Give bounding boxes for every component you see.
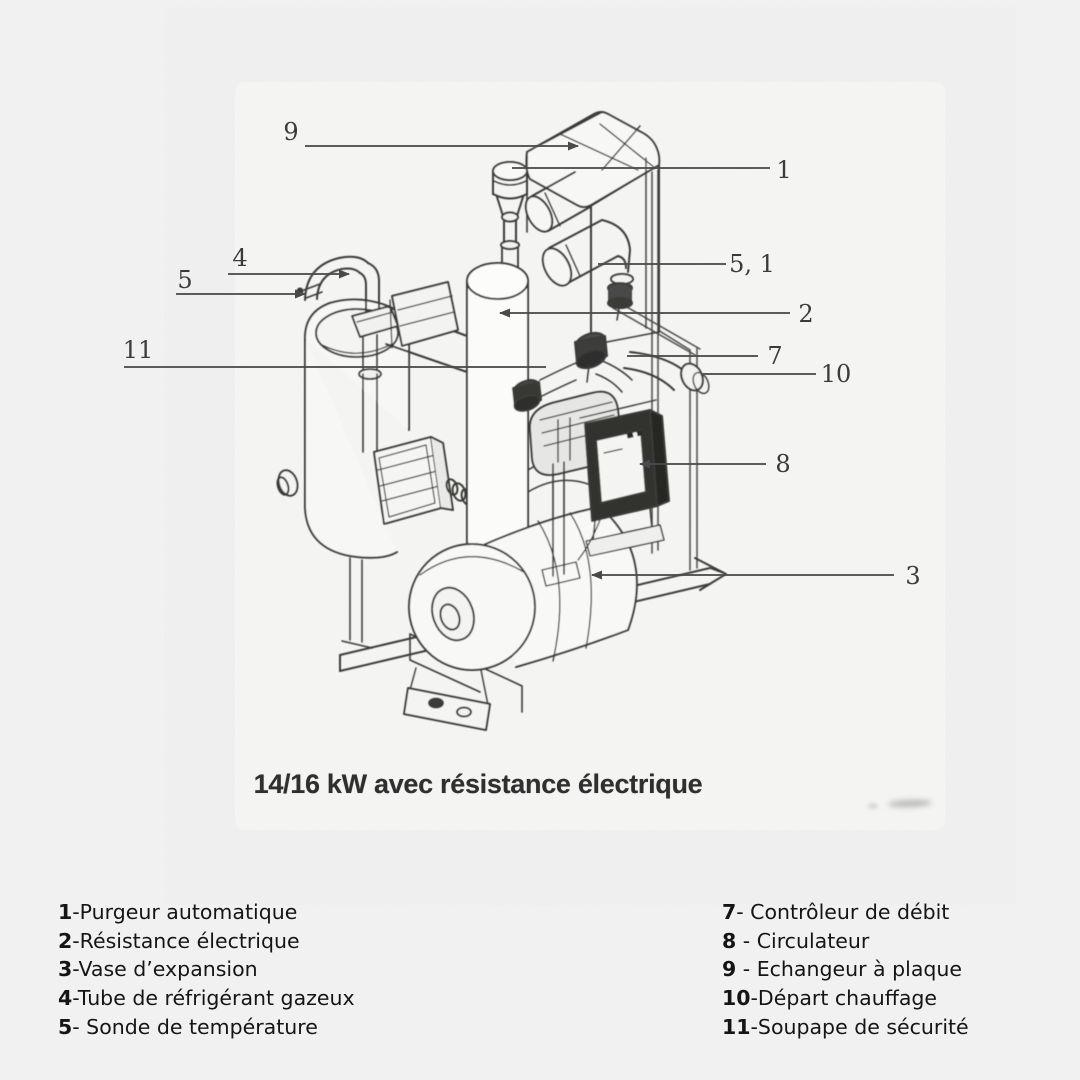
scan-artifact (868, 804, 878, 808)
buffer-cylinder (466, 262, 529, 559)
flow-controller (512, 331, 608, 412)
tank-outlet-pipe (385, 281, 468, 373)
callout-1: 1 (512, 156, 792, 184)
legend-item: 3-Vase d’expansion (58, 955, 478, 984)
callout-number: 10 (821, 360, 852, 388)
legend-item: 1-Purgeur automatique (58, 898, 478, 927)
legend-item: 10-Départ chauffage (722, 984, 1062, 1013)
legend-item-number: 10 (722, 986, 751, 1011)
legend-item-label: -Vase d’expansion (72, 957, 258, 982)
legend-item-label: -Tube de réfrigérant gazeux (72, 986, 355, 1011)
callout-number: 4 (232, 244, 247, 272)
callout-number: 7 (767, 342, 782, 370)
callout-5-1: 5, 1 (598, 250, 775, 278)
legend-item: 4-Tube de réfrigérant gazeux (58, 984, 478, 1013)
legend-item-number: 11 (722, 1014, 751, 1039)
legend-item-number: 4 (58, 986, 73, 1011)
leader-arrowhead (295, 289, 306, 299)
legend-item-label: - Circulateur (736, 928, 870, 953)
legend-item: 5- Sonde de température (58, 1013, 478, 1042)
legend-item-label: -Soupape de sécurité (750, 1014, 969, 1039)
legend-item-label: - Contrôleur de débit (736, 900, 950, 924)
legend-item-number: 7 (722, 900, 737, 924)
refrigerant-gas-pipe (296, 255, 399, 380)
legend-item-number: 8 (722, 928, 737, 953)
callout-number: 1 (776, 156, 791, 184)
leader-arrowhead (639, 459, 650, 469)
legend-item-label: - Echangeur à plaque (736, 957, 962, 982)
legend-item-label: -Purgeur automatique (72, 900, 298, 924)
leader-arrowhead (568, 141, 579, 151)
legend-item-number: 1 (58, 900, 73, 924)
legend-item-number: 9 (722, 957, 737, 982)
diagram-caption: 14/16 kW avec résistance électrique (253, 769, 703, 799)
leader-arrowhead (339, 269, 350, 279)
heating-outlet-elbow (595, 351, 710, 395)
callout-11: 11 (123, 336, 546, 368)
legend-item-label: -Départ chauffage (750, 986, 938, 1011)
callout-3: 3 (591, 562, 921, 590)
callout-number: 9 (283, 118, 298, 146)
legend-item-label: -Résistance électrique (72, 928, 300, 953)
legend-item-number: 5 (58, 1014, 73, 1039)
leader-arrowhead (591, 570, 602, 580)
callout-2: 2 (499, 300, 814, 328)
callout-number: 11 (123, 336, 154, 364)
legend-item: 11-Soupape de sécurité (722, 1013, 1062, 1042)
callout-4: 4 (228, 244, 350, 279)
callout-number: 2 (798, 300, 813, 328)
legend-item: 7- Contrôleur de débit (722, 898, 1062, 927)
legend-item-number: 2 (58, 928, 73, 953)
callout-number: 3 (905, 562, 920, 590)
support-columns (541, 461, 581, 587)
callout-10: 10 (703, 360, 851, 388)
callout-number: 5, 1 (729, 250, 775, 278)
callout-layer: 9 1 5, 1 27 10 8 3 4 5 11 (123, 118, 921, 590)
legend-item: 8 - Circulateur (722, 927, 1062, 956)
leader-arrowhead (499, 308, 510, 318)
circulator-pump (577, 399, 670, 561)
legend-item-label: - Sonde de température (72, 1014, 318, 1039)
legend-item: 2-Résistance électrique (58, 927, 478, 956)
callout-number: 8 (775, 450, 790, 478)
callout-9: 9 (283, 118, 579, 151)
callout-5: 5 (176, 266, 306, 299)
callout-8: 8 (639, 450, 791, 478)
exchanger-stub-pipes (524, 171, 634, 321)
callout-7: 7 (627, 342, 783, 370)
legend-item: 9 - Echangeur à plaque (722, 955, 1062, 984)
legend-item-number: 3 (58, 957, 73, 982)
callout-number: 5 (177, 266, 192, 294)
